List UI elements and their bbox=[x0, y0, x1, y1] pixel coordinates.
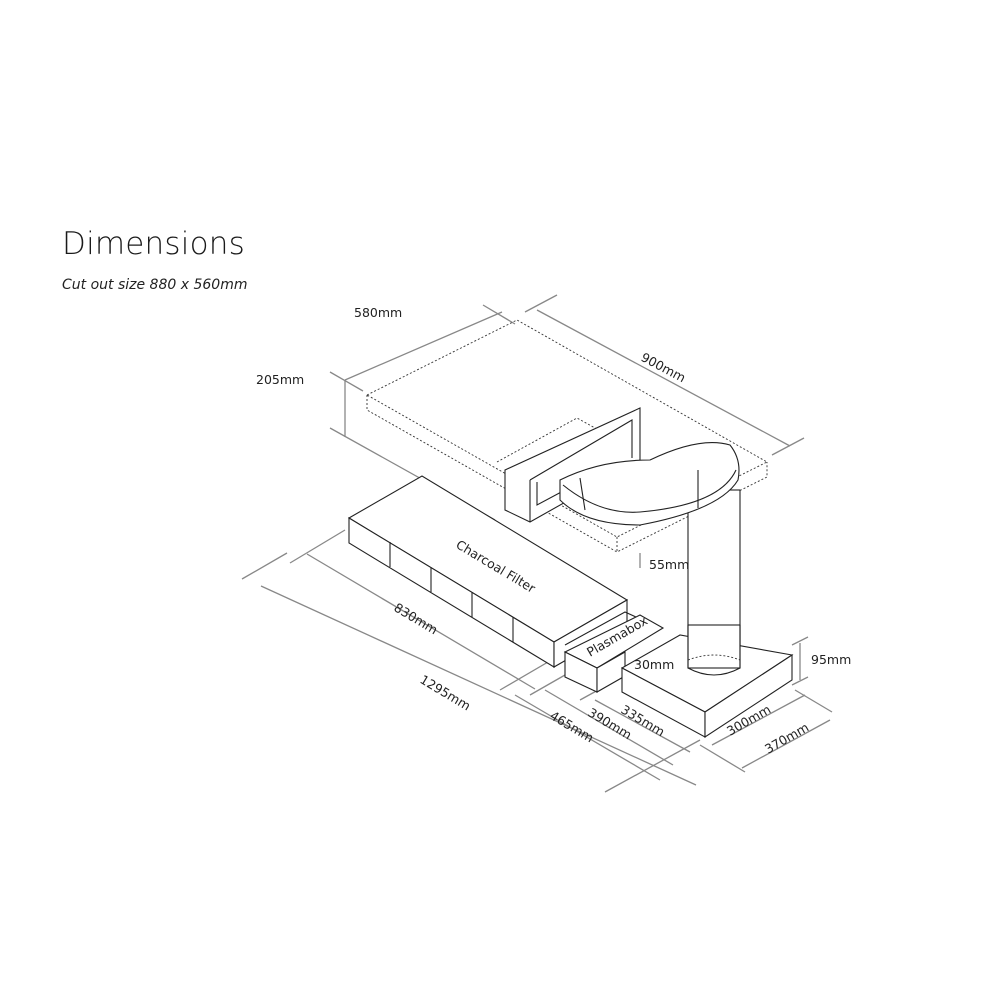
dim-830: 830mm bbox=[391, 600, 440, 638]
dim-370: 370mm bbox=[762, 719, 811, 756]
base-block bbox=[620, 624, 794, 739]
dim-30: 30mm bbox=[634, 657, 674, 672]
cutout-size-note: Cut out size 880 x 560mm bbox=[62, 277, 248, 293]
dim-1295: 1295mm bbox=[417, 672, 473, 714]
dim-55: 55mm bbox=[649, 557, 689, 572]
dim-95: 95mm bbox=[811, 652, 851, 667]
hob-outline bbox=[366, 319, 768, 553]
charcoal-filter-box bbox=[347, 475, 661, 668]
dim-205: 205mm bbox=[256, 372, 304, 387]
page-title: Dimensions bbox=[62, 226, 245, 262]
dim-580: 580mm bbox=[354, 305, 402, 320]
plasmabox bbox=[563, 614, 665, 693]
dim-900: 900mm bbox=[639, 349, 689, 385]
